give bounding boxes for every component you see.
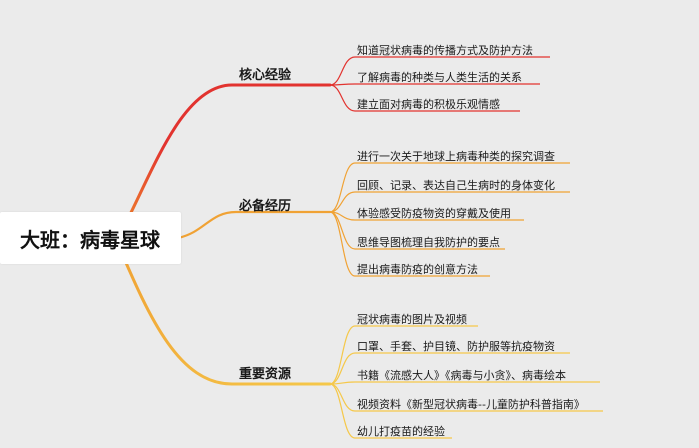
leaf-res-4[interactable]: 视频资料《新型冠状病毒--儿童防护科普指南》 [357,398,585,411]
leaf-exp-2[interactable]: 回顾、记录、表达自己生病时的身体变化 [357,179,555,192]
leaf-exp-5[interactable]: 提出病毒防疫的创意方法 [357,263,478,276]
leaf-res-3[interactable]: 书籍《流感大人》《病毒与小贪》、病毒绘本 [357,369,566,382]
leaf-line-core-3 [329,84,520,112]
leaf-line-res-5 [329,383,452,439]
branch-key-resources[interactable]: 重要资源 [239,367,292,382]
leaf-res-1[interactable]: 冠状病毒的图片及视频 [357,313,467,326]
leaf-exp-3[interactable]: 体验感受防疫物资的穿戴及使用 [357,207,511,220]
leaf-line-res-3 [329,381,600,385]
leaf-line-core-2 [329,83,540,86]
leaf-line-exp-5 [329,211,490,277]
leaf-line-core-1 [329,56,550,86]
leaf-line-exp-3 [329,211,524,221]
leaf-exp-4[interactable]: 思维导图梳理自我防护的要点 [357,236,500,249]
leaf-line-exp-2 [329,191,570,213]
leaf-core-2[interactable]: 了解病毒的种类与人类生活的关系 [357,71,522,84]
leaf-core-1[interactable]: 知道冠状病毒的传播方式及防护方法 [357,44,533,57]
leaf-res-5[interactable]: 幼儿打疫苗的经验 [357,425,445,438]
leaf-line-res-1 [329,325,478,385]
root-title: 大班：病毒星球 [20,228,160,252]
leaf-line-exp-1 [329,162,570,213]
leaf-line-res-2 [329,352,570,385]
leaf-res-2[interactable]: 口罩、手套、护目镜、防护服等抗疫物资 [357,340,555,353]
leaf-core-3[interactable]: 建立面对病毒的积极乐观情感 [357,98,500,111]
root-node[interactable] [0,212,181,264]
branch-line-experience [176,210,332,240]
branch-core-experience[interactable]: 核心经验 [239,68,292,83]
leaf-exp-1[interactable]: 进行一次关于地球上病毒种类的探究调查 [357,150,555,163]
branch-line-resources [116,242,332,386]
branch-required-experiences[interactable]: 必备经历 [239,199,292,214]
